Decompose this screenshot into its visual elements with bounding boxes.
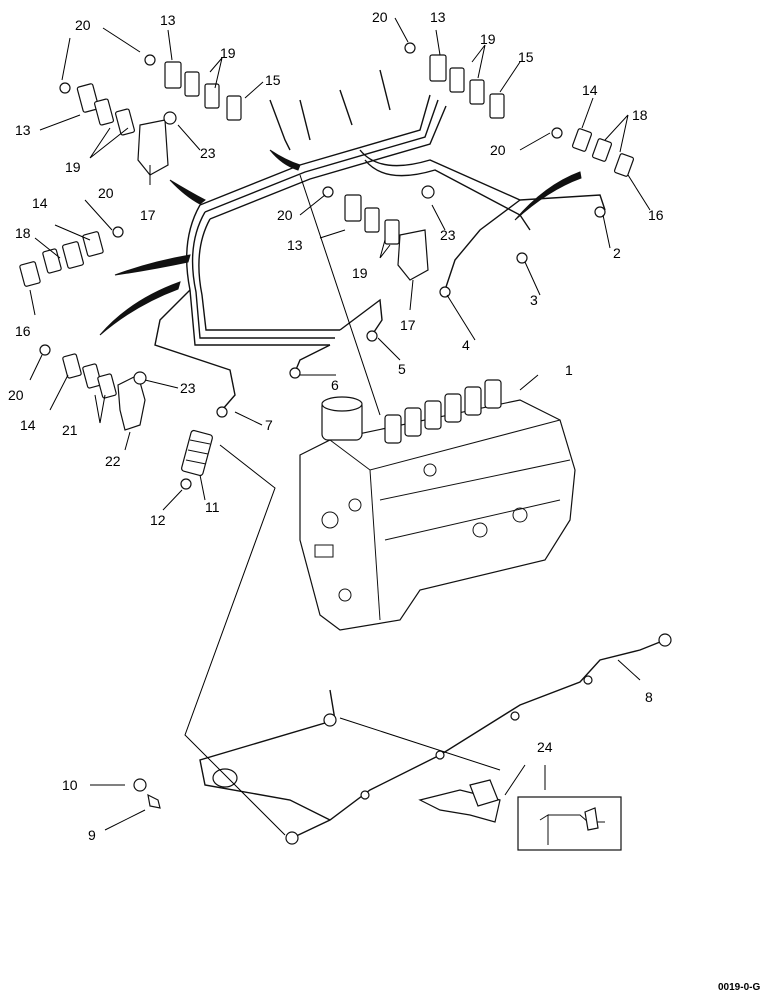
callout-7: 7 — [265, 417, 273, 433]
callout-13a: 13 — [160, 12, 176, 28]
clamp-hardware-left — [19, 226, 147, 431]
nozzle-to-return-leader — [184, 444, 286, 836]
callout-19b: 19 — [65, 159, 81, 175]
callout-1: 1 — [565, 362, 573, 378]
callout-5: 5 — [398, 361, 406, 377]
callout-13b: 13 — [15, 122, 31, 138]
clamp-hardware-upper-left — [59, 54, 242, 176]
callout-labels: 1 2 3 4 5 6 7 8 9 10 11 12 13 13 13 13 1… — [8, 9, 760, 993]
callout-17a: 17 — [140, 207, 156, 223]
callout-11: 11 — [205, 499, 220, 515]
leader-lines — [29, 17, 651, 831]
callout-20e: 20 — [277, 207, 293, 223]
callout-22: 22 — [105, 453, 121, 469]
callout-15a: 15 — [265, 72, 281, 88]
callout-18a: 18 — [632, 107, 648, 123]
callout-9: 9 — [88, 827, 96, 843]
callout-14c: 14 — [20, 417, 36, 433]
callout-13c: 13 — [430, 9, 446, 25]
callout-23a: 23 — [200, 145, 216, 161]
callout-19d: 19 — [352, 265, 368, 281]
callout-16a: 16 — [648, 207, 664, 223]
inset-detail-box — [517, 796, 622, 851]
callout-20b: 20 — [372, 9, 388, 25]
callout-2: 2 — [613, 245, 621, 261]
return-leader — [339, 717, 501, 771]
figure-id: 0019-0-G — [718, 982, 760, 993]
callout-10: 10 — [62, 777, 78, 793]
clamp-hardware-upper-right — [404, 42, 635, 177]
callout-17b: 17 — [400, 317, 416, 333]
callout-19a: 19 — [220, 45, 236, 61]
callout-15b: 15 — [518, 49, 534, 65]
pump-outlets — [384, 379, 502, 444]
callout-13d: 13 — [287, 237, 303, 253]
callout-3: 3 — [530, 292, 538, 308]
nozzle-holder — [180, 429, 213, 490]
pump-leader — [299, 174, 381, 416]
callout-20a: 20 — [75, 17, 91, 33]
callout-14a: 14 — [582, 82, 598, 98]
callout-21: 21 — [62, 422, 78, 438]
callout-18b: 18 — [15, 225, 31, 241]
callout-20f: 20 — [8, 387, 24, 403]
callout-23b: 23 — [440, 227, 456, 243]
bolt-and-clip — [133, 778, 161, 809]
fuel-return-line — [199, 633, 672, 845]
callout-8: 8 — [645, 689, 653, 705]
callout-12: 12 — [150, 512, 166, 528]
clamp-shading — [99, 149, 582, 336]
clamp-hardware-middle — [322, 185, 435, 281]
callout-4: 4 — [462, 337, 470, 353]
injection-lines — [154, 69, 606, 418]
callout-20d: 20 — [98, 185, 114, 201]
callout-24: 24 — [537, 739, 553, 755]
callout-16b: 16 — [15, 323, 31, 339]
callout-6: 6 — [331, 377, 339, 393]
callout-20c: 20 — [490, 142, 506, 158]
callout-14b: 14 — [32, 195, 48, 211]
callout-19c: 19 — [480, 31, 496, 47]
callout-23c: 23 — [180, 380, 196, 396]
injection-pump — [299, 379, 576, 631]
